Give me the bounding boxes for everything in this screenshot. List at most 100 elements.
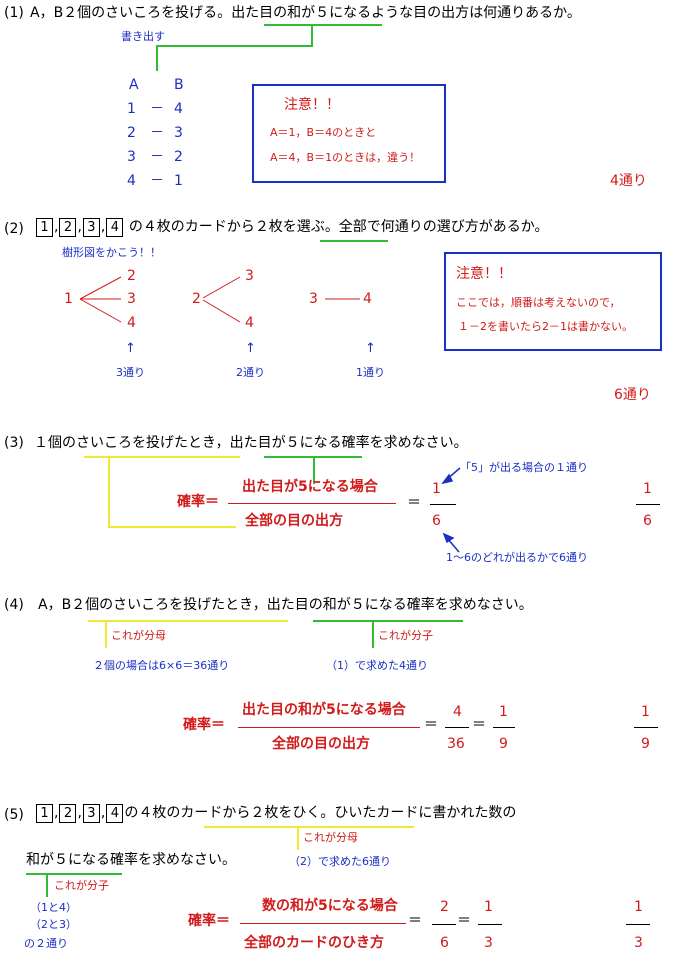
- q5-underline-num: [26, 873, 122, 875]
- q1-row-dash: －: [150, 101, 164, 117]
- q4-frac-line: [238, 727, 420, 728]
- q1-row-a: 2: [127, 125, 136, 141]
- tree1-leaf: 2: [127, 268, 136, 284]
- q3-text: １個のさいころを投げたとき，出た目が５になる確率を求めなさい。: [34, 435, 468, 451]
- tree1-leaf: 4: [127, 315, 136, 331]
- q2-answer: 6通り: [614, 387, 651, 403]
- q1-col-b: B: [174, 77, 184, 93]
- q5-equals: ＝: [408, 913, 422, 929]
- q1-answer: 4通り: [610, 173, 647, 189]
- q1-connector-h: [156, 45, 313, 47]
- tree3-root: 3: [309, 291, 318, 307]
- tree3-count: 1通り: [356, 366, 385, 379]
- q2-caution-title: 注意！！: [456, 266, 512, 282]
- q1-row-dash: －: [150, 125, 164, 141]
- tree1-root: 1: [64, 291, 73, 307]
- q5-note-den: これが分母: [303, 831, 358, 844]
- tree2-leaf: 4: [245, 315, 254, 331]
- q4-frac1: [445, 727, 469, 728]
- q3-prob-label: 確率＝: [177, 494, 219, 510]
- q3-num-label: 出た目が5になる場合: [242, 479, 378, 495]
- q4-note-num-detail: （1）で求めた4通り: [326, 659, 428, 672]
- q4-den2: 9: [499, 736, 508, 752]
- q5-text-2: 和が５になる確率を求めなさい。: [26, 852, 236, 868]
- q5-num-detail: の２通り: [24, 937, 68, 950]
- q1-row-b: 1: [174, 173, 183, 189]
- q2-caution-box: [444, 252, 662, 351]
- q3-connector-den: [108, 456, 110, 528]
- q4-ans-num: 1: [641, 704, 650, 720]
- q5-label: (5): [4, 807, 24, 823]
- q4-prob-label: 確率＝: [183, 717, 225, 733]
- q1-connector-down: [156, 45, 158, 71]
- q3-underline-den: [84, 456, 240, 458]
- tree2-leaf: 3: [245, 268, 254, 284]
- q1-row-dash: －: [150, 173, 164, 189]
- tree1-leaf: 3: [127, 291, 136, 307]
- q1-col-a: A: [129, 77, 139, 93]
- q4-label: (4): [4, 597, 24, 613]
- q1-underline: [264, 24, 382, 26]
- q1-row-b: 2: [174, 149, 183, 165]
- q1-row-a: 4: [127, 173, 136, 189]
- q5-num1: 2: [440, 899, 449, 915]
- q4-equals: ＝: [472, 717, 486, 733]
- card-2: 2: [59, 218, 77, 237]
- q5-num-label: 数の和が5になる場合: [262, 898, 398, 914]
- q4-underline-num: [313, 620, 463, 622]
- q1-row-a: 3: [127, 149, 136, 165]
- q5-connector-num: [46, 873, 48, 897]
- q4-connector-den: [105, 620, 107, 648]
- q4-note-num: これが分子: [378, 629, 433, 642]
- q5-underline-den: [204, 826, 414, 828]
- q5-num2: 1: [484, 899, 493, 915]
- tree3-leaf: 4: [363, 291, 372, 307]
- q5-frac-line: [240, 923, 406, 924]
- q4-frac2: [493, 727, 515, 728]
- q3-label: (3): [4, 435, 24, 451]
- tree2-arrow: ↑: [245, 341, 256, 356]
- q2-label: (2): [4, 221, 24, 237]
- q1-caution-box: [252, 84, 446, 183]
- q5-connector-den: [297, 826, 299, 850]
- q4-note-den: これが分母: [111, 629, 166, 642]
- q3-note-bottom: 1～6のどれが出るかで6通り: [446, 551, 588, 564]
- q1-row-a: 1: [127, 101, 136, 117]
- q5-note-den-detail: （2）で求めた6通り: [289, 855, 391, 868]
- q3-equals: ＝: [407, 495, 421, 511]
- q4-ans-den: 9: [641, 736, 650, 752]
- q1-label: (1): [4, 5, 24, 21]
- q2-text: 1,2,3,4 の４枚のカードから２枚を選ぶ。全部で何通りの選び方があるか。: [35, 218, 549, 237]
- q5-ans-num: 1: [634, 899, 643, 915]
- q5-note-num: これが分子: [54, 879, 109, 892]
- q3-num: 1: [432, 481, 441, 497]
- q3-note-top: 「5」が出る場合の１通り: [460, 461, 588, 474]
- q5-den2: 3: [484, 935, 493, 951]
- q5-den1: 6: [440, 935, 449, 951]
- q5-prob-label: 確率＝: [188, 913, 230, 929]
- q1-text: A，B２個のさいころを投げる。出た目の和が５になるような目の出方は何通りあるか。: [30, 5, 581, 21]
- q3-frac: [430, 504, 456, 505]
- card-1: 1: [36, 218, 53, 237]
- q3-ans-den: 6: [643, 513, 652, 529]
- card-1: 1: [36, 804, 53, 823]
- q5-num-detail: （2と3）: [30, 918, 77, 931]
- q4-num1: 4: [453, 704, 462, 720]
- tree2-root: 2: [192, 291, 201, 307]
- q4-num-label: 出た目の和が5になる場合: [242, 702, 406, 718]
- q4-den1: 36: [447, 736, 465, 752]
- tree2-count: 2通り: [236, 366, 265, 379]
- card-4: 4: [106, 804, 124, 823]
- card-2: 2: [59, 804, 77, 823]
- q4-den-label: 全部の目の出方: [272, 736, 370, 752]
- q3-frac-line: [228, 503, 396, 504]
- tree1-arrow: ↑: [125, 341, 136, 356]
- q2-tree-note: 樹形図をかこう！！: [62, 246, 161, 259]
- card-3: 3: [82, 218, 100, 237]
- q1-caution-line2: A＝4，B＝1のときは，違う！: [270, 151, 421, 164]
- card-4: 4: [106, 218, 124, 237]
- q3-ans-frac: [636, 504, 660, 505]
- q2-caution-line2: １－2を書いたら2－1は書かない。: [458, 320, 633, 333]
- q1-row-dash: －: [150, 149, 164, 165]
